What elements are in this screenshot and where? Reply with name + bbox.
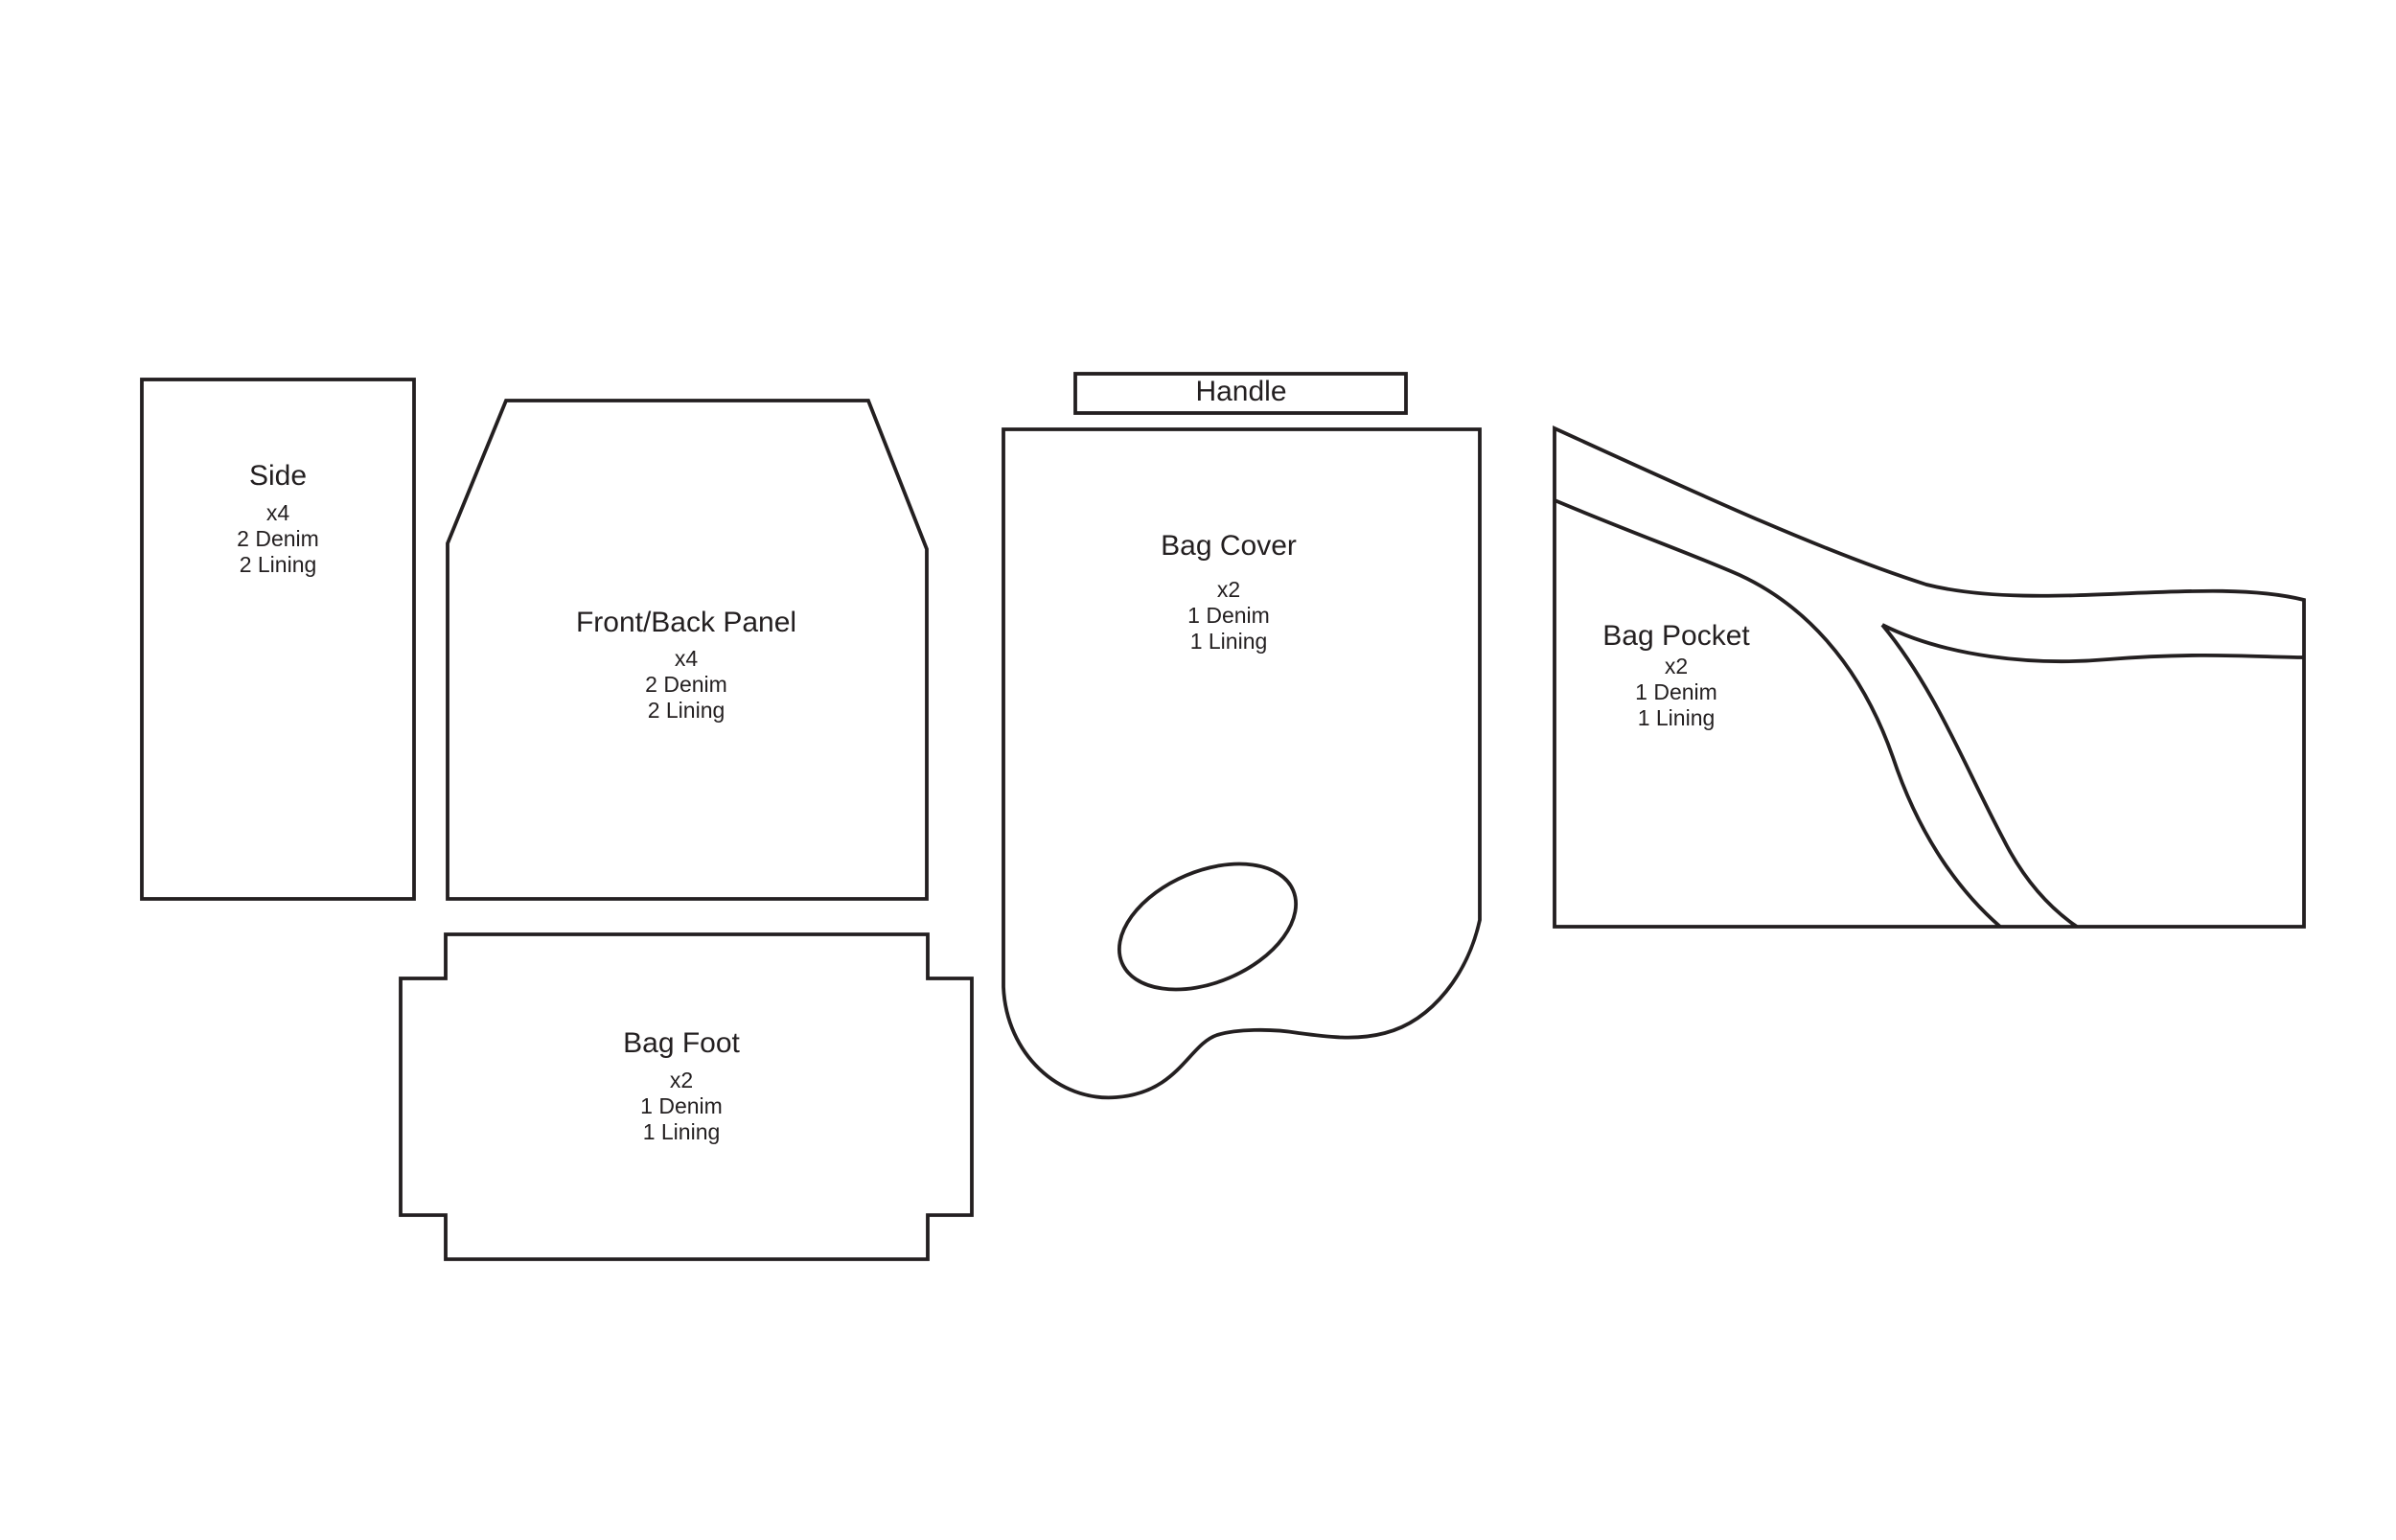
bag-cover-piece: Bag Cover x2 1 Denim 1 Lining (1002, 427, 1482, 1100)
bag-pocket-qty: x2 (1665, 654, 1688, 678)
front-back-panel-title: Front/Back Panel (576, 607, 796, 638)
bag-cover-lining: 1 Lining (1190, 629, 1268, 654)
bag-cover-handle-hole (1117, 862, 1299, 992)
side-denim: 2 Denim (237, 526, 319, 551)
handle-outline (1073, 372, 1408, 415)
bag-pocket-title: Bag Pocket (1602, 620, 1750, 652)
side-lining: 2 Lining (240, 552, 317, 577)
front-back-panel-denim: 2 Denim (645, 672, 727, 697)
bag-cover-denim: 1 Denim (1187, 603, 1270, 628)
bag-foot-lining: 1 Lining (643, 1119, 721, 1144)
front-back-panel-outline (446, 399, 929, 901)
bag-foot-piece: Bag Foot x2 1 Denim 1 Lining (399, 932, 974, 1261)
side-qty: x4 (266, 500, 290, 525)
bag-pocket-lining: 1 Lining (1638, 705, 1716, 730)
bag-pocket-fold-line (1880, 623, 2305, 929)
bag-pocket-piece: Bag Pocket x2 1 Denim 1 Lining (1553, 425, 2306, 929)
front-back-panel-piece: Front/Back Panel x4 2 Denim 2 Lining (446, 399, 929, 901)
front-back-panel-lining: 2 Lining (648, 698, 726, 723)
side-piece: Side x4 2 Denim 2 Lining (140, 378, 416, 901)
bag-pocket-denim: 1 Denim (1635, 679, 1717, 704)
bag-cover-qty: x2 (1217, 577, 1240, 602)
bag-foot-denim: 1 Denim (640, 1093, 723, 1118)
side-outline (140, 378, 416, 901)
handle-title: Handle (1195, 376, 1286, 407)
bag-cover-outline (1002, 427, 1482, 1100)
handle-piece: Handle (1073, 372, 1408, 415)
bag-pocket-inner-curve (1554, 498, 2002, 929)
bag-foot-title: Bag Foot (623, 1027, 740, 1059)
side-title: Side (249, 460, 307, 492)
front-back-panel-qty: x4 (675, 646, 699, 671)
bag-cover-title: Bag Cover (1161, 530, 1297, 562)
bag-foot-outline (399, 932, 974, 1261)
bag-foot-qty: x2 (670, 1068, 693, 1092)
bag-pocket-outline (1553, 425, 2306, 929)
